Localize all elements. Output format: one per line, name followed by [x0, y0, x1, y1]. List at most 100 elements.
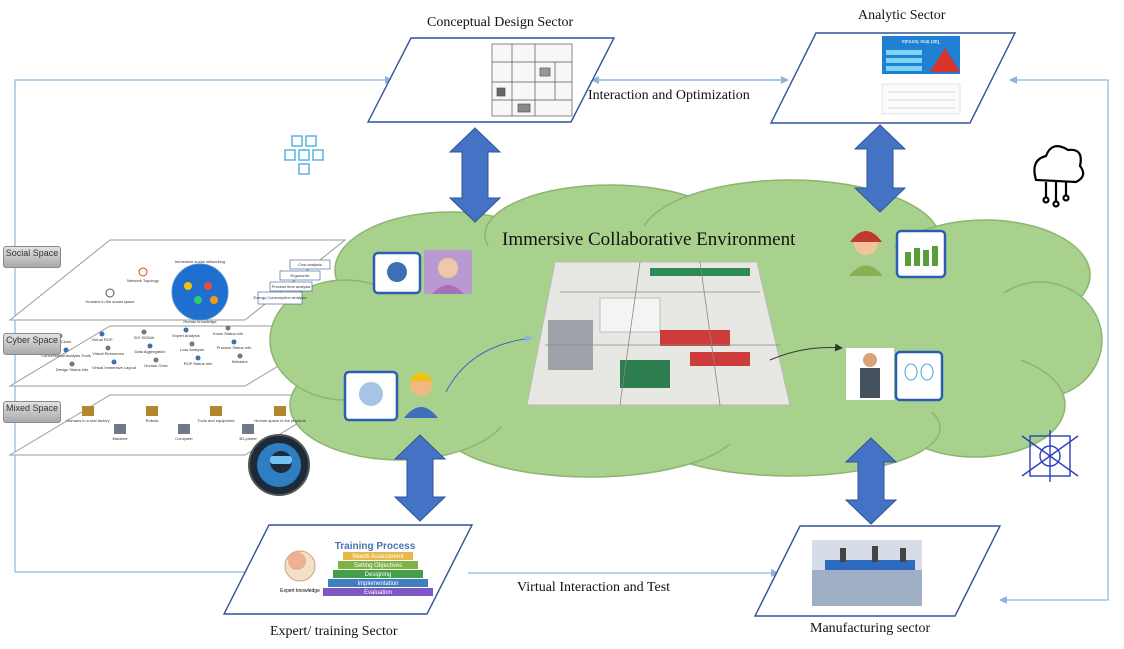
vr-grid-face-icon: [1021, 430, 1079, 482]
expert-training-sector-label: Expert/ training Sector: [270, 624, 398, 639]
training-step-label: Setting Objectives: [354, 563, 402, 569]
training-title: Training Process: [335, 541, 416, 552]
cyber-node-label: Virtual Resources: [92, 351, 124, 356]
analysis-label: Process time analysis: [272, 284, 311, 289]
factory-layout-3d-image: [526, 261, 791, 406]
training-step-bar: [338, 561, 418, 569]
training-step-label: Evaluation: [364, 590, 392, 596]
cyber-space-tab[interactable]: Cyber Space: [3, 333, 61, 355]
training-double-arrow: [393, 434, 447, 522]
cyber-node-marker: [99, 331, 105, 337]
social-node-label: Network Topology: [127, 278, 159, 283]
vr-headset-user-icon: [248, 434, 310, 496]
cyber-node-label: Expert Analysis: [172, 333, 199, 338]
blockchain-cubes-icon: [284, 135, 324, 175]
cyber-node-label: Behavior: [232, 359, 248, 364]
cyber-node-label: Virtual Immersive Layout: [92, 365, 137, 370]
mixed-node-label: Machine: [112, 436, 128, 441]
mixed-node-label: Human space in the physical: [254, 418, 305, 423]
analytic-sector-label: Analytic Sector: [858, 8, 946, 23]
mixed-node-marker: [146, 406, 158, 416]
mixed-node-label: 3D-printer: [239, 436, 257, 441]
cloud-network-icon: [1033, 145, 1085, 208]
mixed-node-label: Humans in a real factory: [66, 418, 109, 423]
analytics-dashboard-icon: [895, 229, 947, 279]
floor-plan-image: [491, 43, 573, 117]
manufacturing-line-image: [812, 540, 922, 606]
social-node-label: Immersive social networking: [175, 259, 225, 264]
mixed-node-marker: [114, 424, 126, 434]
bottom-connection-label: Virtual Interaction and Test: [517, 580, 671, 595]
mixed-node-marker: [242, 424, 254, 434]
cyber-node-label: Virtual ROP: [91, 337, 112, 342]
training-step-label: Designing: [365, 572, 392, 578]
cyber-node-label: Data Aggregation: [135, 349, 166, 354]
fingerprint-card-icon: [894, 350, 944, 402]
flow-arrow-to-manufacturing: [769, 343, 843, 361]
cyber-node-label: Know Status info: [213, 331, 244, 336]
analysis-label: Cost analysis: [298, 262, 322, 267]
social-layer-content: Immersive social networking Network Topo…: [86, 259, 331, 324]
cyber-node-label: Loss Analysis: [180, 347, 204, 352]
hologram-team-icon: [343, 370, 399, 422]
manufacturing-double-arrow: [844, 437, 898, 525]
mixed-node-label: Computer: [175, 436, 193, 441]
mixed-node-marker: [210, 406, 222, 416]
cyber-node-label: Design Status info: [56, 367, 89, 372]
analytic-card-title: Takt time formula: [902, 38, 940, 44]
cyber-node-label: Process Status info: [217, 345, 252, 350]
analytic-chart-image: Takt time formula: [881, 36, 961, 115]
social-node-label: Human knowledge: [183, 319, 217, 324]
training-step-bar: [323, 588, 433, 596]
expert-knowledge-caption: Expert knowledge: [280, 588, 320, 594]
woman-phone-avatar-icon: [849, 231, 883, 276]
conceptual-design-panel: [366, 37, 616, 123]
cyber-node-label: SIX SIGMA: [134, 335, 155, 340]
manufacturing-sector-label: Manufacturing sector: [810, 621, 931, 636]
conceptual-double-arrow: [448, 127, 502, 223]
cyber-node-marker: [153, 357, 159, 363]
top-connection-label: Interaction and Optimization: [588, 88, 750, 103]
analytic-double-arrow: [853, 124, 907, 213]
vr-team-icon: [372, 251, 422, 295]
cyber-node-label: Human Crew: [144, 363, 167, 368]
brain-head-icon: [284, 550, 316, 582]
mixed-node-label: Tools and equipment: [198, 418, 236, 423]
cyber-node-marker: [111, 359, 117, 365]
cloud-title: Immersive Collaborative Environment: [502, 229, 796, 250]
training-process-graphic: Training Process Needs AssessmentSetting…: [280, 541, 433, 596]
cyber-node-marker: [69, 361, 75, 367]
training-step-label: Needs Assessment: [352, 554, 404, 560]
training-panel: [222, 524, 474, 615]
social-space-tab[interactable]: Social Space: [3, 246, 61, 268]
mixed-node-label: Robots: [146, 418, 159, 423]
cyber-node-marker: [231, 339, 237, 345]
cyber-node-label: ROP Status info: [184, 361, 213, 366]
conceptual-design-sector-label: Conceptual Design Sector: [427, 15, 574, 30]
outer-connector-lines: [14, 76, 1109, 604]
cyber-node-marker: [147, 343, 153, 349]
mixed-space-tab[interactable]: Mixed Space: [3, 401, 61, 423]
cyber-node-marker: [225, 325, 231, 331]
training-step-bar: [333, 570, 423, 578]
worker-avatar-icon: [404, 372, 438, 418]
technician-avatar-icon: [846, 348, 894, 400]
mixed-node-marker: [274, 406, 286, 416]
training-step-label: Implementation: [357, 581, 398, 587]
training-step-bar: [328, 579, 428, 587]
flow-arrow-to-factory: [445, 334, 533, 393]
cyber-node-marker: [237, 353, 243, 359]
cyber-node-marker: [189, 341, 195, 347]
mixed-node-marker: [82, 406, 94, 416]
analysis-label: Ergonomic: [290, 273, 309, 278]
cyber-node-marker: [195, 355, 201, 361]
woman-avatar-icon: [424, 250, 472, 294]
social-node-label: Humans in the social space: [86, 299, 136, 304]
cyber-node-marker: [183, 327, 189, 333]
vertical-link-arrows: [393, 124, 907, 525]
training-step-bar: [343, 552, 413, 560]
